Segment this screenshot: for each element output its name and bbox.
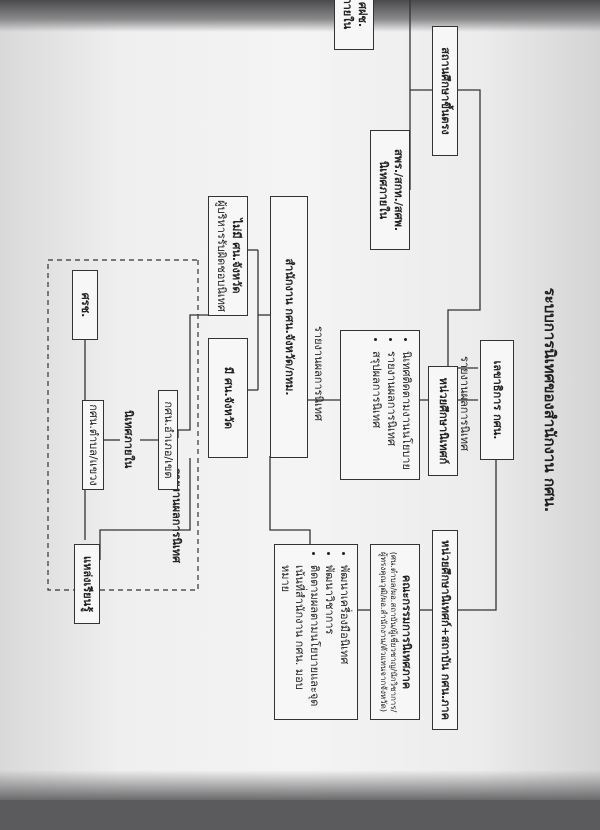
box-sso: ศว. / ศฝช. นิเทศภายใน [334,0,374,50]
box-has-sn: มี ศน.จังหวัด [208,338,248,458]
box-committee: คณะกรรมการนิเทศภาค (ศน.ตำบล/ผอ.สถาบัน/ผู… [370,544,420,720]
box-learning: แหล่งเรียนรู้ [74,544,100,624]
diagram-title: ระบบการนิเทศของสำนักงาน กศน. [541,287,559,513]
dashed-group [47,259,199,591]
no-sn-note: ผู้บริหารรับผิดชอบนิเทศ [215,200,228,312]
box-province: สำนักงาน กศน.จังหวัด/กทม. [270,196,308,458]
box-no-sn: ไม่มี ศน.จังหวัด ผู้บริหารรับผิดชอบนิเทศ [208,196,248,316]
no-sn-title: ไม่มี ศน.จังหวัด [229,218,243,294]
box-regional: หน่วยศึกษานิเทศก์+สถาบัน กศน.ภาค [432,530,458,730]
box-school: สถานศึกษาขึ้นตรง [432,26,458,156]
box-school-internal: สพร./สกท./สศพ. นิเทศภายใน [370,130,410,250]
label-report-left: รายงานผลการนิเทศ [312,326,325,422]
committee-members: (ศน.ตำบล/ผอ.สถาบัน/ผู้เชี่ยวชาญ/นักวิชาก… [378,551,399,713]
committee-title: คณะกรรมการนิเทศภาค [400,574,414,690]
regional-task-1: พัฒนาเครื่องมือนิเทศ [336,565,351,711]
unit-task-3: สรุปผลการนิเทศ [368,351,383,471]
line-regional-province [269,456,311,558]
box-nithet-unit: หน่วยศึกษานิเทศก์ [428,366,458,476]
box-district: กศน.อำเภอ/เขต [158,390,178,490]
unit-task-2: รายงานผลการนิเทศ [383,351,398,471]
box-sc: ศรช. [72,270,98,340]
box-unit-tasks: นิเทศติดตามงานนโยบาย รายงานผลการนิเทศ สร… [340,330,420,480]
rotated-document: ระบบการนิเทศของสำนักงาน กศน. เลขาธิการ ก… [30,0,570,830]
box-lekha: เลขาธิการ กศน. [480,340,514,460]
connector-lines [47,0,497,611]
line-unit-school [447,89,481,370]
regional-task-3: ติดตามผลตามนโยบายและจุดเน้นที่สำนักงาน ก… [277,565,322,711]
box-regional-tasks: พัฒนาเครื่องมือนิเทศ พัฒนาวิชาการ ติดตาม… [274,544,358,720]
bottom-shadow [0,770,600,800]
box-subdistrict: กศน.ตำบล/แขวง [82,400,104,490]
unit-task-1: นิเทศติดตามงานนโยบาย [398,351,413,471]
line-lekha-regional [458,458,497,611]
top-shadow [0,0,600,32]
label-lekha-report: รายงานผลการนิเทศ [458,356,471,452]
label-internal: นิเทศภายใน [122,410,135,469]
line-report-bottom [99,458,191,560]
regional-task-2: พัฒนาวิชาการ [321,565,336,711]
line-to-district [178,314,208,431]
